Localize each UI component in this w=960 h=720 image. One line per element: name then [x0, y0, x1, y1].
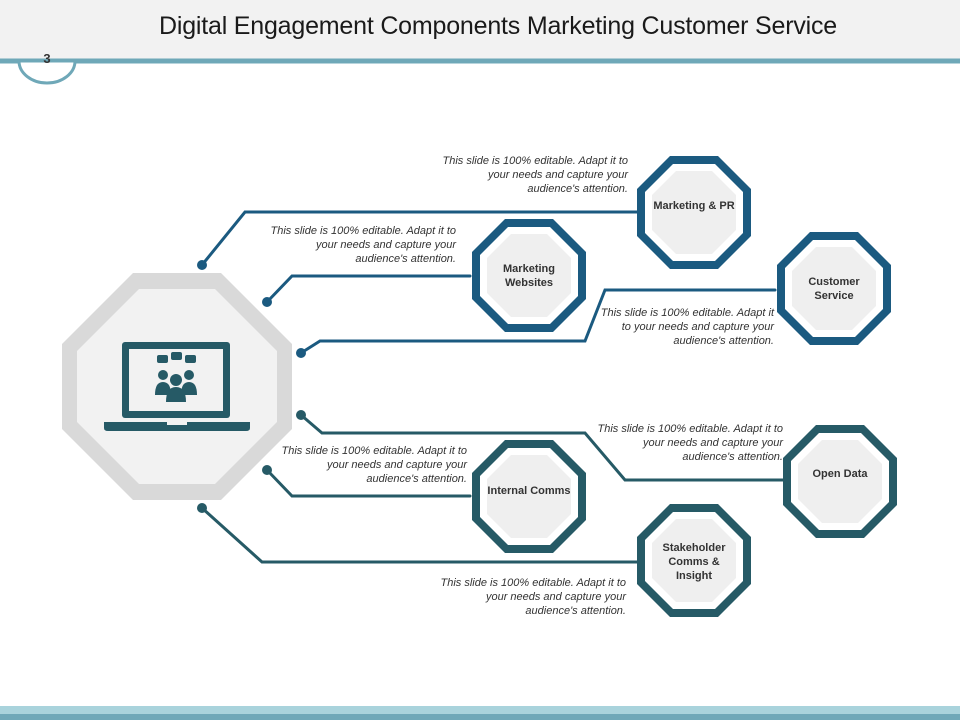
- connector-customer-service: [299, 288, 777, 355]
- node-stakeholder: [637, 504, 751, 617]
- slide-title: Digital Engagement Components Marketing …: [158, 12, 837, 40]
- connector-dot: [197, 503, 207, 513]
- connector-marketing-websites: [265, 274, 472, 304]
- description-open-data: This slide is 100% editable. Adapt it to…: [597, 423, 783, 463]
- description-internal-comms: This slide is 100% editable. Adapt it to…: [281, 445, 467, 485]
- node-marketing-websites: [472, 219, 586, 332]
- connector-dot: [197, 260, 207, 270]
- node-label-customer-service: Customer Service: [808, 276, 860, 302]
- slide-number: 3: [43, 51, 51, 66]
- laptop-with-people-icon: [104, 342, 250, 431]
- connector-dot: [296, 348, 306, 358]
- slide-number-badge: [17, 59, 77, 85]
- footer-band: [0, 706, 960, 714]
- connector-dot: [262, 297, 272, 307]
- node-marketing-pr: [637, 156, 751, 269]
- description-marketing-pr: This slide is 100% editable. Adapt it to…: [442, 155, 628, 195]
- node-label-stakeholder: Stakeholder Comms & Insight: [662, 542, 726, 582]
- connector-open-data: [299, 413, 785, 482]
- connector-internal-comms: [265, 468, 472, 498]
- description-marketing-websites: This slide is 100% editable. Adapt it to…: [270, 225, 456, 265]
- node-label-internal-comms: Internal Comms: [487, 485, 571, 497]
- node-label-marketing-pr: Marketing & PR: [653, 200, 735, 212]
- node-open-data: [783, 425, 897, 538]
- description-customer-service: This slide is 100% editable. Adapt it to…: [600, 307, 774, 347]
- connector-dot: [262, 465, 272, 475]
- connector-stakeholder: [200, 506, 642, 564]
- title-bar: [0, 0, 960, 60]
- connector-marketing-pr: [200, 210, 642, 267]
- connector-dot: [296, 410, 306, 420]
- description-stakeholder: This slide is 100% editable. Adapt it to…: [440, 577, 626, 617]
- footer-band-dark: [0, 714, 960, 720]
- node-label-open-data: Open Data: [812, 468, 868, 480]
- node-internal-comms: [472, 440, 586, 553]
- node-label-marketing-websites: Marketing Websites: [503, 263, 555, 289]
- node-customer-service: [777, 232, 891, 345]
